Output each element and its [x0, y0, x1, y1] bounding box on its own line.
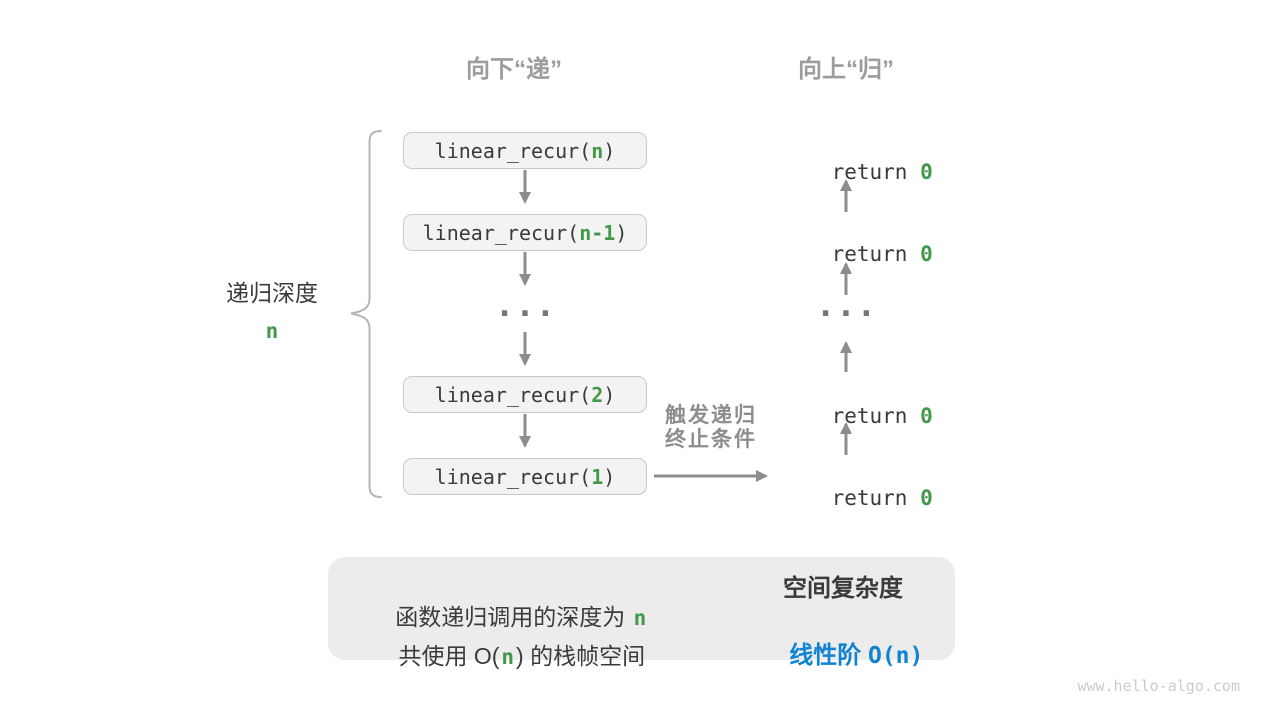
code-text: return: [831, 242, 921, 266]
code-text: ): [603, 464, 616, 489]
header-ascend: 向上“归”: [798, 56, 894, 83]
code-arg: n-1: [579, 220, 616, 245]
recursion-depth-brace: [350, 130, 382, 498]
call-stack-ellipsis: ...: [498, 289, 561, 324]
code-arg: 2: [591, 382, 604, 407]
summary-highlight: n: [633, 606, 647, 630]
terminate-note-line1: 触发递归: [665, 404, 757, 427]
code-text: return: [831, 160, 921, 184]
summary-line-1: 函数递归调用的深度为 n: [348, 578, 670, 657]
summary-card: [328, 557, 955, 660]
code-text: linear_recur(: [434, 138, 592, 163]
code-text: ): [603, 138, 616, 163]
result-text: 线性阶: [789, 642, 868, 669]
space-complexity-title: 空间复杂度: [783, 575, 903, 602]
terminate-note-line2: 终止条件: [665, 428, 757, 451]
return-statement-3: return 0: [781, 383, 933, 449]
code-text: linear_recur(: [434, 464, 592, 489]
code-text: ): [615, 220, 628, 245]
code-text: return: [831, 404, 921, 428]
return-ellipsis: ...: [819, 289, 882, 324]
call-box-2: linear_recur(2): [403, 376, 647, 413]
return-value: 0: [920, 404, 933, 428]
summary-highlight: n: [501, 645, 515, 669]
summary-text: 函数递归调用的深度为: [395, 604, 632, 630]
watermark: www.hello-algo.com: [1077, 677, 1240, 695]
return-value: 0: [920, 160, 933, 184]
summary-text: 共使用 O(: [398, 643, 500, 669]
return-statement-1: return 0: [781, 139, 933, 205]
code-text: ): [603, 382, 616, 407]
header-descend: 向下“递”: [466, 56, 562, 83]
call-box-n: linear_recur(n): [403, 132, 647, 169]
return-statement-4: return 0: [781, 465, 933, 531]
summary-line-2: 共使用 O(n) 的栈帧空间: [348, 617, 670, 696]
return-statement-2: return 0: [781, 221, 933, 287]
code-arg: 1: [591, 464, 604, 489]
result-big-o: O(n): [867, 643, 924, 669]
return-value: 0: [920, 242, 933, 266]
space-complexity-result: 线性阶 O(n): [753, 614, 933, 698]
code-arg: n: [591, 138, 604, 163]
call-box-n-1: linear_recur(n-1): [403, 214, 647, 251]
recursion-depth-value: n: [265, 319, 279, 343]
code-text: return: [831, 486, 921, 510]
terminate-note: 触发递归 终止条件: [646, 404, 776, 452]
code-text: linear_recur(: [434, 382, 592, 407]
recursion-depth-label: 递归深度: [226, 280, 318, 306]
code-text: linear_recur(: [422, 220, 580, 245]
summary-text: ) 的栈帧空间: [516, 643, 646, 669]
return-value: 0: [920, 486, 933, 510]
call-box-1: linear_recur(1): [403, 458, 647, 495]
